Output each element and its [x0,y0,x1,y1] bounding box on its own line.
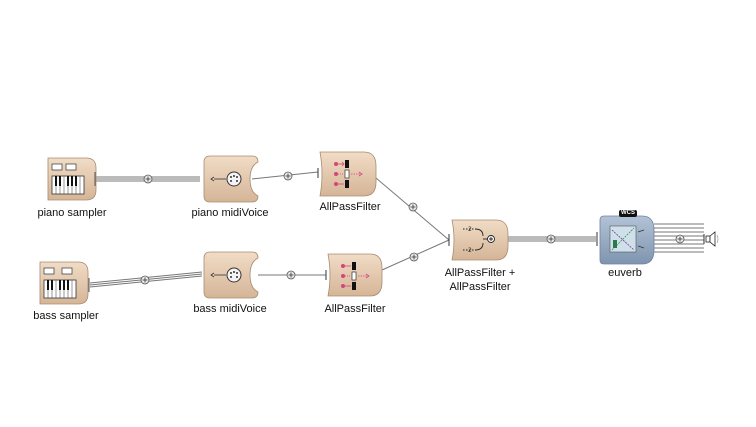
plus-junction-icon[interactable] [546,234,556,244]
sum-node[interactable]: 2 2 [448,219,509,261]
allpass-filter-bottom-label: AllPassFilter [324,303,386,315]
piano-sampler-label: piano sampler [37,207,107,219]
sum-label-line2: AllPassFilter [449,281,511,293]
bass-midivoice-node[interactable] [203,251,259,299]
junctions [140,171,685,285]
speaker-icon[interactable] [703,231,719,247]
plus-junction-icon[interactable] [140,275,150,285]
euverb-node[interactable] [596,215,655,265]
midi-port-icon [210,267,242,283]
filter-icon [333,160,363,188]
piano-sampler-node[interactable] [47,157,97,201]
keyboard-icon [43,267,77,299]
bass-sampler-node[interactable] [39,261,90,305]
keyboard-icon [51,163,85,195]
plus-junction-icon[interactable] [408,202,418,212]
bass-sampler-label: bass sampler [33,310,99,322]
piano-midivoice-label: piano midiVoice [191,207,269,219]
euverb-badge: WCS [619,210,637,217]
filter-icon [340,262,370,290]
bass-midivoice-label: bass midiVoice [193,303,267,315]
plus-junction-icon[interactable] [409,252,419,262]
sum-icon: 2 2 [463,226,495,254]
allpass-filter-bottom-node[interactable] [325,253,383,297]
svg-text:2: 2 [468,247,472,254]
allpass-filter-top-label: AllPassFilter [319,201,381,213]
plus-junction-icon[interactable] [143,174,153,184]
plus-junction-icon[interactable] [283,171,293,181]
plus-junction-icon[interactable] [286,270,296,280]
piano-midivoice-node[interactable] [203,155,259,203]
euverb-label: euverb [608,267,642,279]
allpass-filter-top-node[interactable] [317,151,377,197]
svg-text:2: 2 [468,226,472,233]
reverb-icon [609,225,645,253]
midi-port-icon [210,171,242,187]
plus-junction-icon[interactable] [675,234,685,244]
sum-label-line1: AllPassFilter + [444,267,516,279]
